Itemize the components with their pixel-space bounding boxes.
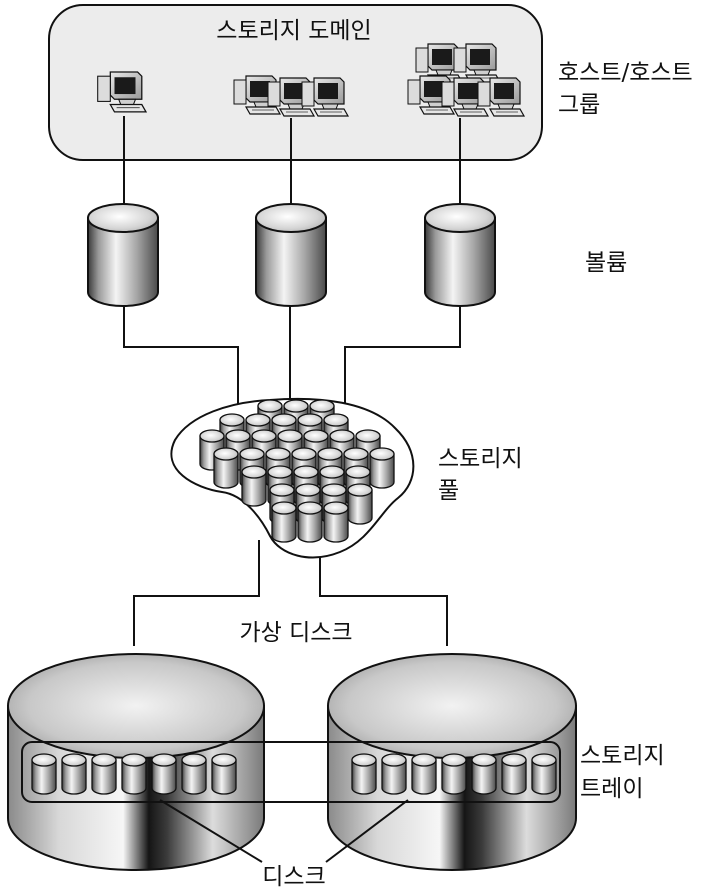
disk-icon: [271, 501, 297, 543]
disk-icon: [369, 447, 395, 489]
host-group-3: [233, 75, 349, 117]
volume-cylinder-icon: [87, 203, 159, 307]
disk-icon: [213, 447, 239, 489]
disk-icon: [347, 483, 373, 525]
disk-icon: [91, 753, 117, 795]
disk-icon: [181, 753, 207, 795]
disk-icon: [441, 753, 467, 795]
disk-icon: [501, 753, 527, 795]
connection-lines: [123, 116, 461, 646]
virtual-disk-label: 가상 디스크: [239, 620, 352, 646]
disk-icon: [61, 753, 87, 795]
volume-cylinder-icon: [255, 203, 327, 307]
tray-group-outline: [21, 741, 561, 803]
storage-pool-label-line1: 스토리지: [438, 446, 523, 472]
volume-label: 볼륨: [585, 250, 627, 276]
volume-cylinder-icon: [424, 203, 496, 307]
disk-callout-left: [159, 799, 263, 863]
disk-icon: [31, 753, 57, 795]
disk-icon: [211, 753, 237, 795]
disk-icon: [531, 753, 557, 795]
storage-tray-label-line2: 트레이: [580, 776, 643, 802]
disk-callout-right: [325, 799, 409, 863]
storage-pool-label-line2: 풀: [438, 478, 459, 504]
disk-icon: [471, 753, 497, 795]
host-label-line2: 그룹: [558, 92, 600, 118]
disk-icon: [151, 753, 177, 795]
disk-icon: [121, 753, 147, 795]
disk-icon: [241, 465, 267, 507]
host-label-line1: 호스트/호스트: [558, 60, 693, 86]
storage-tray-label-line1: 스토리지: [580, 743, 665, 769]
disk-label: 디스크: [262, 864, 325, 890]
disk-icon: [323, 501, 349, 543]
disk-icon: [381, 753, 407, 795]
storage-domain-label: 스토리지 도메인: [216, 18, 371, 44]
tray-disks: [31, 753, 557, 795]
disk-icon: [351, 753, 377, 795]
disk-icon: [411, 753, 437, 795]
disk-icon: [297, 501, 323, 543]
